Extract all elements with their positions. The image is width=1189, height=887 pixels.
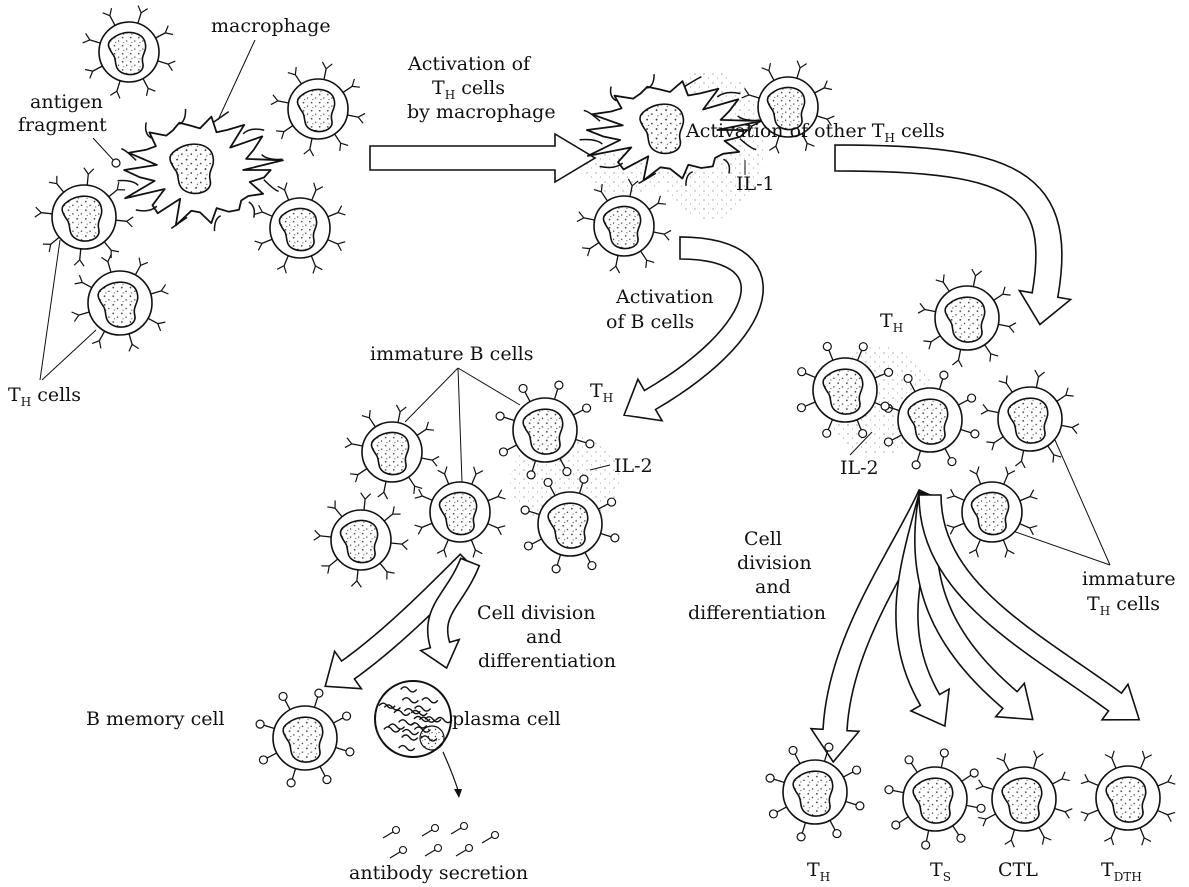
cell-division-t-label-2: division (737, 552, 812, 574)
antibody-secretion-label: antibody secretion (349, 862, 528, 884)
immature-b-leader-1 (405, 368, 458, 422)
cell-division-b-label-1: Cell division (477, 602, 596, 624)
th-cells-leader-1 (40, 240, 60, 380)
secretion-arrow (443, 752, 458, 790)
th-cell-right-1 (271, 62, 365, 156)
il2-right-label: IL-2 (840, 457, 879, 479)
activation-th-label-1: Activation of (407, 53, 532, 75)
output-ts-label: TS (930, 859, 951, 884)
activation-b-label-1: Activation (615, 286, 714, 308)
antigen-fragment-label-2: fragment (18, 114, 107, 136)
plasma-cell (375, 681, 452, 757)
output-ctl-cell (976, 751, 1073, 848)
th-cells-leader-2 (42, 330, 96, 380)
antigen-fragment-label-1: antigen (30, 91, 103, 113)
antibody (425, 845, 442, 857)
macrophage-label: macrophage (211, 15, 331, 37)
cell-division-b-label-2: and (526, 626, 562, 648)
antibody (482, 832, 499, 844)
output-th-label: TH (807, 859, 830, 884)
immature-b-cell-2 (415, 467, 506, 558)
th-cell-left-1 (35, 168, 134, 267)
cell-division-t-label-3: and (755, 576, 791, 598)
activation-other-th-label: Activation of other TH cells (685, 120, 945, 145)
th-b-group-label: TH (590, 380, 613, 405)
activation-th-label-2: TH cells (432, 77, 505, 102)
immature-th-label-2: TH cells (1087, 593, 1160, 618)
plasma-cell-label: plasma cell (452, 708, 561, 730)
macrophage-leader (218, 40, 255, 120)
b-memory-cell-label: B memory cell (86, 708, 225, 730)
th-cell-right-top (918, 269, 1016, 367)
immature-b-cell-1 (345, 405, 439, 499)
immature-th-leader-1 (1055, 440, 1110, 565)
immature-th-cell-2 (947, 467, 1038, 558)
output-ctl-label: CTL (998, 859, 1038, 881)
output-ts-cell (885, 749, 985, 849)
immature-th-cell-1 (981, 370, 1079, 468)
output-tdth-cell (1081, 751, 1176, 846)
th-right-group-label: TH (880, 310, 903, 335)
il2-b-label: IL-2 (614, 455, 653, 477)
antigen-fragment-leader (93, 138, 116, 163)
activation-b-label-2: of B cells (606, 311, 694, 333)
th-cell-left-2 (72, 255, 169, 352)
cell-division-t-label-4: differentiation (688, 602, 826, 624)
activation-th-label-3: by macrophage (407, 101, 556, 123)
cell-division-t-label-1: Cell (744, 528, 782, 550)
cell-division-b-label-3: differentiation (478, 650, 616, 672)
antibody (456, 845, 473, 857)
b-memory-cell (256, 689, 354, 787)
antigen-fragment-marker (112, 159, 120, 167)
immature-b-cells-label: immature B cells (370, 343, 533, 365)
immature-b-cell-3 (314, 493, 409, 588)
arrow-activation-th (370, 134, 595, 182)
il1-label: IL-1 (736, 173, 775, 195)
th-cell-right-2 (255, 183, 346, 274)
cells-layer (35, 6, 1176, 858)
antibody (390, 847, 407, 859)
antibody (383, 827, 400, 839)
output-tdth-label: TDTH (1101, 859, 1142, 884)
plasma-nucleus (420, 726, 444, 750)
output-th-cell (766, 743, 864, 841)
immature-th-label-1: immature (1082, 568, 1176, 590)
immature-b-leader-2 (458, 368, 462, 482)
antibody (422, 825, 439, 837)
immature-b-leader-3 (458, 368, 520, 405)
th-cell-top (83, 6, 176, 99)
immature-th-leader-2 (1010, 530, 1110, 565)
antibody (451, 823, 468, 835)
secretion-arrow-head (454, 789, 462, 798)
th-cells-label: TH cells (8, 384, 81, 409)
